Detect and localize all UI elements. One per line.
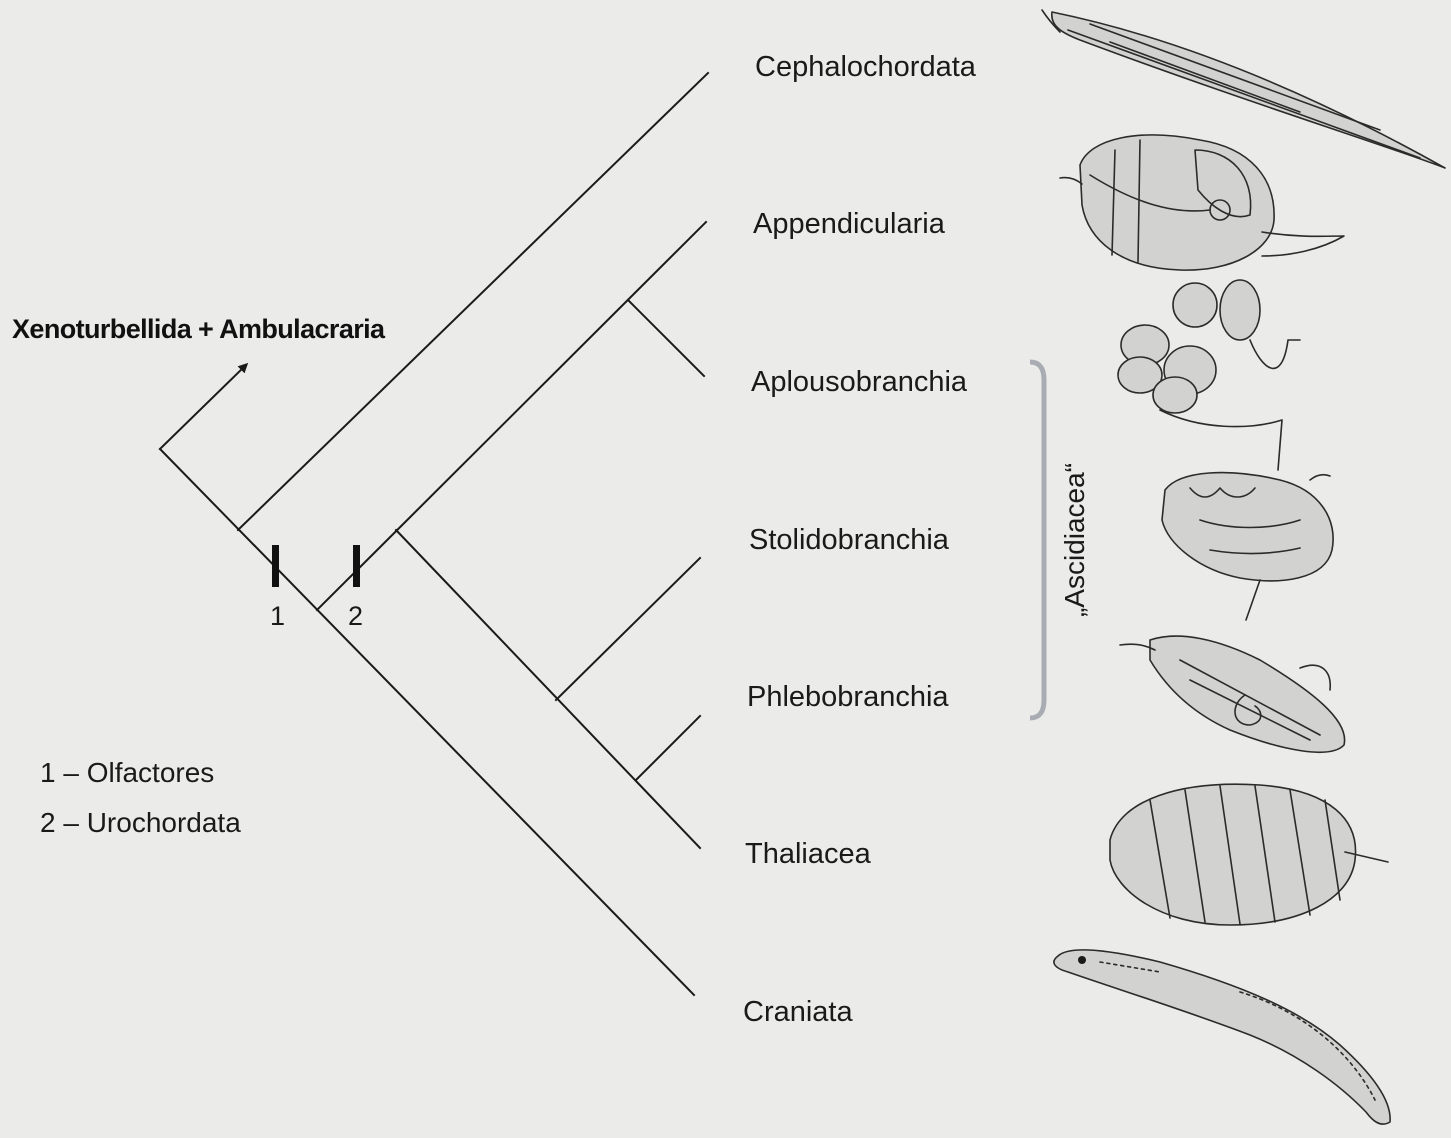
outgroup-label: Xenoturbellida + Ambulacraria: [12, 314, 386, 344]
node-tick-2: [353, 545, 360, 587]
taxon-label-cephalochordata: Cephalochordata: [755, 51, 977, 83]
branch-root-to-craniata: [160, 449, 694, 995]
branch-aplousobranchia: [628, 300, 704, 376]
ascidiacea-label: „Ascidiacea“: [1059, 463, 1090, 617]
legend-key: 1 – Olfactores 2 – Urochordata: [40, 757, 241, 838]
branch-phlebobranchia: [636, 716, 700, 780]
phlebobranch-ascidian-illustration: [1120, 636, 1345, 752]
bracket-line: [1030, 362, 1044, 718]
branch-cephalochordata: [238, 73, 708, 530]
key-line-urochordata: 2 – Urochordata: [40, 807, 241, 838]
node-mark-olfactores: 1: [270, 545, 285, 631]
node-mark-urochordata: 2: [348, 545, 363, 631]
node-tick-1: [272, 545, 279, 587]
colonial-ascidian-illustration: [1118, 280, 1300, 470]
taxon-label-stolidobranchia: Stolidobranchia: [749, 524, 950, 556]
taxon-label-aplousobranchia: Aplousobranchia: [751, 366, 968, 398]
branch-urochordata-stem: [317, 222, 706, 610]
branch-outgroup: [160, 365, 246, 449]
larvacean-illustration: [1060, 135, 1344, 270]
tree-branches: [160, 73, 708, 995]
lamprey-illustration: [1054, 950, 1390, 1124]
node-number-2: 2: [348, 601, 363, 631]
stolidobranch-ascidian-illustration: [1162, 473, 1333, 620]
branch-stolidobranchia: [556, 558, 700, 700]
branch-ascidian-thaliacea-stem: [396, 530, 700, 848]
node-number-1: 1: [270, 601, 285, 631]
key-line-olfactores: 1 – Olfactores: [40, 757, 214, 788]
taxon-label-phlebobranchia: Phlebobranchia: [747, 681, 949, 713]
ascidiacea-bracket: „Ascidiacea“: [1030, 362, 1090, 718]
taxon-label-thaliacea: Thaliacea: [745, 838, 872, 870]
salp-illustration: [1110, 784, 1388, 925]
taxon-label-appendicularia: Appendicularia: [753, 208, 946, 240]
taxon-label-craniata: Craniata: [743, 996, 853, 1028]
